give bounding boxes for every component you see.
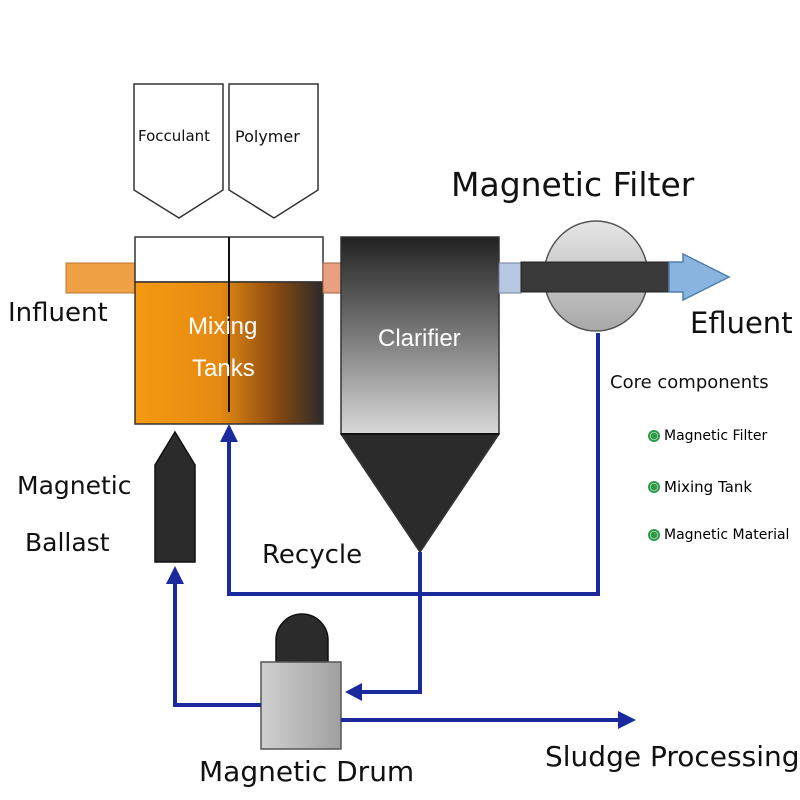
magnetic-ballast-label-line2: Ballast (25, 528, 110, 557)
drum-to-ballast-arrowhead (166, 566, 184, 584)
clarifier-label: Clarifier (378, 325, 461, 352)
legend-item-mixing-tank: Mixing Tank (648, 478, 752, 496)
sludge-arrowhead (618, 711, 636, 729)
sludge-processing-label: Sludge Processing (545, 740, 800, 773)
clarifier-to-drum-line (360, 552, 422, 694)
focculant-hopper (133, 83, 224, 219)
mixing-tanks-label-line2: Tanks (192, 355, 255, 382)
legend-item-magnetic-filter: Magnetic Filter (648, 428, 767, 444)
clarifier-to-filter-pipe (498, 262, 522, 294)
recycle-line (227, 333, 600, 596)
magnetic-ballast-label-line1: Magnetic (17, 471, 132, 500)
legend-item-label: Magnetic Filter (664, 428, 768, 444)
mixing-tanks-label-line1: Mixing (188, 313, 258, 340)
mixing-tanks (134, 236, 324, 425)
drum-to-ballast-line (173, 582, 261, 707)
mixing-to-clarifier-pipe (322, 262, 342, 294)
efluent-arrow (668, 252, 731, 302)
legend-item-label: Mixing Tank (664, 478, 753, 496)
recycle-label: Recycle (262, 540, 363, 570)
legend-bullet-icon (648, 430, 660, 442)
polymer-label: Polymer (235, 127, 300, 146)
magnetic-filter-title: Magnetic Filter (451, 165, 695, 204)
clarifier-tank (339, 236, 501, 554)
influent-pipe (65, 262, 139, 294)
magnetic-ballast-unit (154, 430, 196, 563)
legend-item-label: Magnetic Material (664, 527, 790, 543)
magnetic-drum-label: Magnetic Drum (199, 755, 415, 788)
legend-title: Core components (610, 372, 769, 393)
influent-label: Influent (8, 298, 108, 328)
legend-bullet-icon (648, 481, 660, 493)
recycle-arrowhead (220, 424, 238, 442)
clarifier-to-drum-arrowhead (345, 683, 362, 701)
efluent-label: Efluent (690, 306, 793, 340)
magnetic-filter-unit (520, 220, 731, 332)
legend-bullet-icon (648, 529, 660, 541)
legend-item-magnetic-material: Magnetic Material (648, 527, 789, 543)
focculant-label: Focculant (138, 127, 211, 145)
magnetic-drum-unit (260, 613, 342, 750)
polymer-hopper (228, 83, 319, 219)
